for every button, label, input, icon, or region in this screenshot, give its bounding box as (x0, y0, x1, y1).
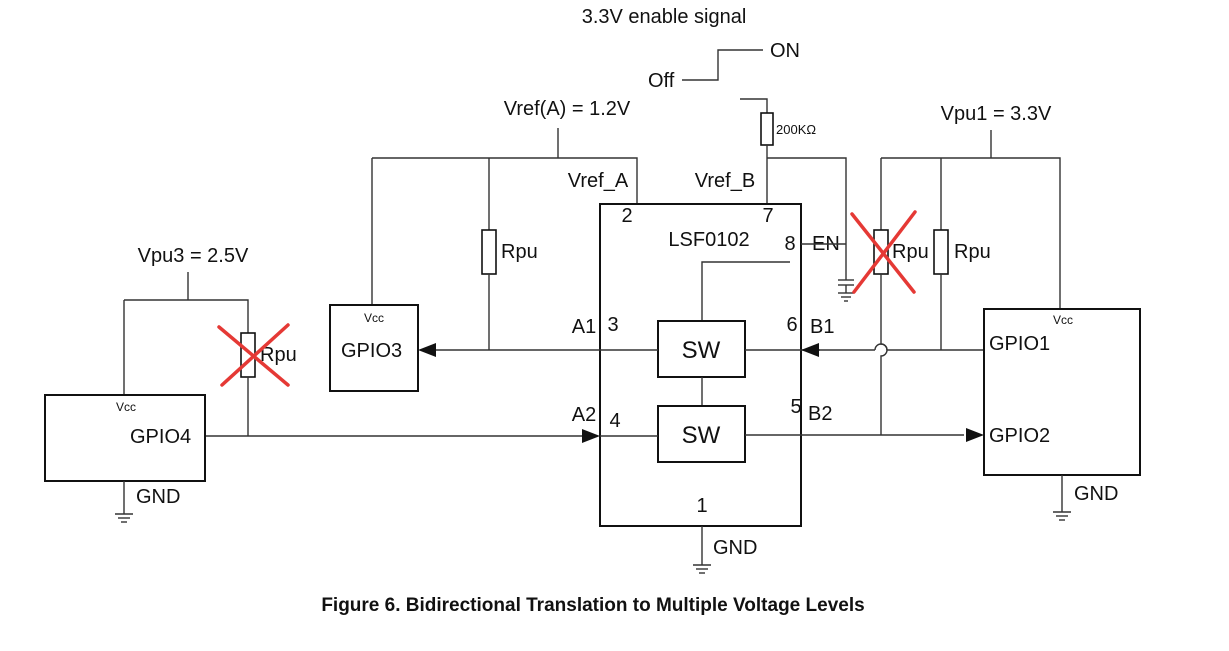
bias-supply-wire (740, 98, 768, 113)
rpu-b1 (933, 229, 949, 275)
rpu-b2-bottom-wire (880, 274, 888, 435)
switch-1-label: SW (682, 337, 721, 364)
ic-gnd-label: GND (713, 537, 757, 559)
vref-a-rail (372, 157, 638, 204)
rpu-a1-label: Rpu (501, 241, 538, 263)
ic-ground-icon (693, 564, 711, 574)
ic-body (599, 203, 802, 527)
gpio1-label: GPIO1 (989, 333, 1050, 355)
figure-caption: Figure 6. Bidirectional Translation to M… (321, 595, 864, 616)
pin-5-number: 5 (790, 396, 801, 418)
b1-arrow-icon (801, 343, 819, 357)
vref-a-network: Vref(A) = 1.2V Rpu (371, 98, 638, 350)
gpio4-vcc-label: Vcc (116, 400, 136, 414)
ic-name: LSF0102 (668, 229, 749, 251)
switch-1 (657, 320, 746, 378)
en-bias-wire (767, 157, 847, 280)
pin-1-number: 1 (696, 495, 707, 517)
bias-resistor-label: 200KΩ (776, 122, 816, 137)
enable-switch-wire (682, 49, 763, 81)
gpio2-label: GPIO2 (989, 425, 1050, 447)
pin-2-number: 2 (621, 205, 632, 227)
switch-2 (657, 405, 746, 463)
enable-signal-label: 3.3V enable signal (582, 6, 747, 28)
gpio3-device: Vcc GPIO3 (329, 304, 419, 392)
gpio4-label: GPIO4 (130, 426, 191, 448)
vpu3-network: Vpu3 = 2.5V Rpu (123, 245, 297, 436)
enable-on-label: ON (770, 40, 800, 62)
gpio4-device: Vcc GPIO4 GND (44, 394, 206, 523)
gpio12-ground-icon (1053, 511, 1071, 521)
b1-pin-label: B1 (810, 316, 834, 338)
rpu-a2-label: Rpu (260, 344, 297, 366)
vref-b-pin-label: Vref_B (695, 170, 755, 192)
gpio3-box (329, 304, 419, 392)
pin-6-number: 6 (786, 314, 797, 336)
pin-7-number: 7 (762, 205, 773, 227)
gpio4-gnd-label: GND (136, 486, 180, 508)
pin-4-number: 4 (609, 410, 620, 432)
rpu-b1-label: Rpu (954, 241, 991, 263)
gpio3-label: GPIO3 (341, 340, 402, 362)
vpu1-network: Vpu1 = 3.3V Rpu Rpu (850, 103, 1061, 435)
gpio3-arrow-icon (418, 343, 436, 357)
rpu-b2-removed-mark (850, 210, 917, 294)
capacitor-ground-icon (838, 292, 854, 302)
vpu3-supply-label: Vpu3 = 2.5V (138, 245, 249, 267)
vpu3-rail (124, 299, 249, 333)
a2-arrow-icon (582, 429, 600, 443)
gpio2-arrow-icon (966, 428, 984, 442)
rpu-a2-removed-mark (217, 323, 290, 387)
gpio4-box (44, 394, 206, 482)
enable-off-label: Off (648, 70, 675, 92)
vref-a-supply-label: Vref(A) = 1.2V (504, 98, 631, 120)
enable-switch: 3.3V enable signal ON Off (582, 6, 800, 92)
pin-8-number: 8 (784, 233, 795, 255)
a1-pin-label: A1 (572, 316, 596, 338)
gpio12-vcc-label: Vcc (1053, 313, 1073, 327)
vref-b-bias-network: 200KΩ (740, 98, 854, 302)
a2-pin-label: A2 (572, 404, 596, 426)
pin-3-number: 3 (607, 314, 618, 336)
b2-pin-label: B2 (808, 403, 832, 425)
signal-wires (205, 343, 984, 443)
gpio12-gnd-label: GND (1074, 483, 1118, 505)
bias-resistor (760, 112, 774, 146)
switch-2-label: SW (682, 422, 721, 449)
rpu-a1 (481, 229, 497, 275)
gpio3-vcc-label: Vcc (364, 311, 384, 325)
gpio1-gpio2-device: Vcc GPIO1 GPIO2 GND (983, 308, 1141, 521)
gpio12-box (983, 308, 1141, 476)
gpio4-ground-icon (115, 513, 133, 523)
wire-crossover-hop (874, 343, 888, 351)
rpu-b2-label: Rpu (892, 241, 929, 263)
en-internal-wire (701, 261, 790, 321)
vpu1-supply-label: Vpu1 = 3.3V (941, 103, 1052, 125)
vref-a-pin-label: Vref_A (568, 170, 629, 192)
lsf0102-ic: LSF0102 Vref_A Vref_B 2 7 8 EN A1 3 A2 4… (568, 170, 846, 574)
